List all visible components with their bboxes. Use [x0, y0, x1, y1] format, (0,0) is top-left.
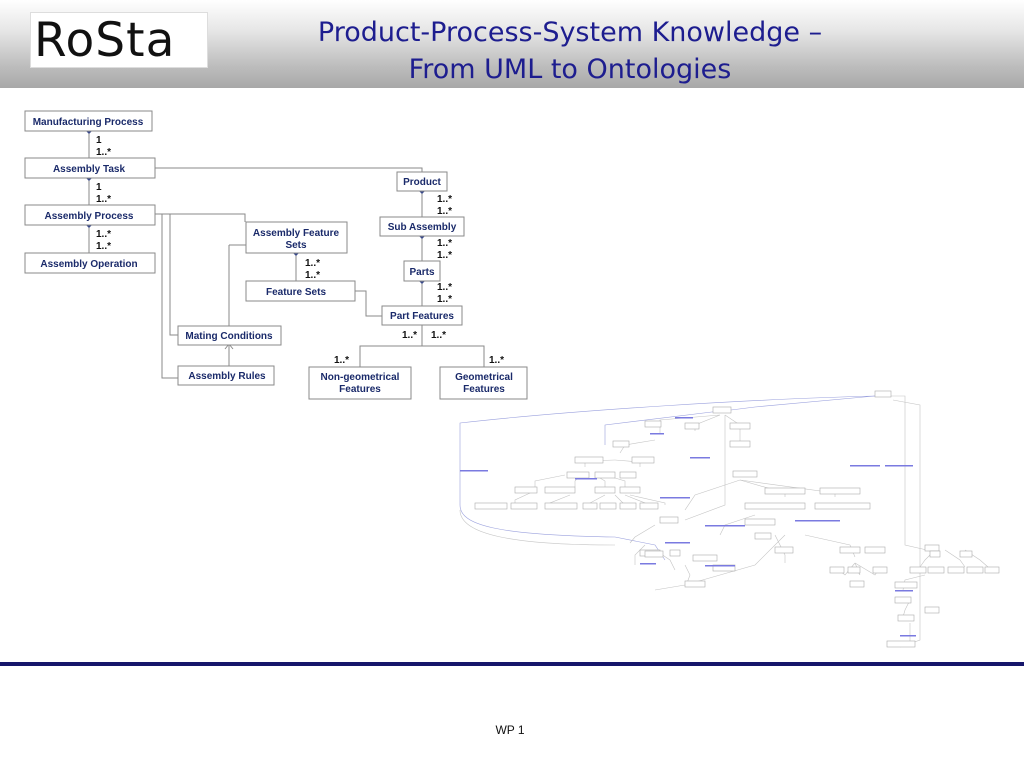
label-sub-assembly: Sub Assembly [388, 222, 457, 233]
ontology-graph [459, 390, 1000, 648]
label-part-features: Part Features [390, 311, 454, 322]
multiplicity-labels: 1 1..* 1 1..* 1..* 1..* 1..* 1..* 1..* 1… [96, 135, 504, 366]
uml-class-assembly-rules: Assembly Rules [177, 365, 275, 386]
uml-class-part-features: Part Features [381, 305, 463, 326]
mult-pf-many: 1..* [437, 294, 452, 305]
title-line-2: From UML to Ontologies [408, 54, 732, 85]
mult-ap-many-2: 1..* [96, 229, 111, 240]
mult-at-1: 1 [96, 182, 102, 193]
uml-class-assembly-feature-sets: Assembly Feature Sets [245, 221, 348, 254]
uml-class-mating-conditions: Mating Conditions [177, 325, 282, 346]
uml-diagram: Manufacturing Process Assembly Task Asse… [24, 110, 528, 400]
mult-afs-many: 1..* [305, 258, 320, 269]
mult-parts-many: 1..* [437, 250, 452, 261]
uml-class-feature-sets: Feature Sets [245, 280, 356, 302]
mult-ao-many: 1..* [96, 241, 111, 252]
label-assembly-process: Assembly Process [45, 211, 134, 222]
label-product: Product [403, 177, 441, 188]
uml-connectors [88, 131, 485, 379]
mult-at-many: 1..* [96, 147, 111, 158]
header-band: RoSta Product-Process-System Knowledge –… [0, 0, 1024, 88]
label-assembly-task: Assembly Task [53, 164, 126, 175]
label-mating-conditions: Mating Conditions [185, 331, 273, 342]
mult-pf-left: 1..* [402, 330, 417, 341]
label-assembly-feature-sets-1: Assembly Feature [253, 228, 340, 239]
page-footer: WP 1 [495, 723, 525, 737]
mult-sa-many: 1..* [437, 206, 452, 217]
mult-pf-right: 1..* [431, 330, 446, 341]
label-parts: Parts [409, 267, 434, 278]
uml-class-assembly-task: Assembly Task [24, 157, 156, 179]
uml-class-non-geometrical-features: Non-geometrical Features [308, 366, 412, 400]
label-assembly-operation: Assembly Operation [40, 259, 137, 270]
slide-title: Product-Process-System Knowledge – From … [250, 14, 890, 88]
mult-parts-many-2: 1..* [437, 282, 452, 293]
uml-class-parts: Parts [403, 260, 441, 282]
mult-fs-many: 1..* [305, 270, 320, 281]
title-line-1: Product-Process-System Knowledge – [317, 17, 823, 48]
mult-mp-1: 1 [96, 135, 102, 146]
uml-class-assembly-process: Assembly Process [24, 204, 156, 226]
ontology-edges [459, 395, 989, 648]
uml-class-manufacturing-process: Manufacturing Process [24, 110, 153, 132]
label-assembly-feature-sets-2: Sets [285, 240, 307, 251]
label-assembly-rules: Assembly Rules [188, 371, 266, 382]
label-non-geometrical-2: Features [339, 384, 381, 395]
uml-class-sub-assembly: Sub Assembly [379, 216, 465, 237]
uml-class-product: Product [396, 171, 448, 192]
mult-prod-many: 1..* [437, 194, 452, 205]
label-geometrical-2: Features [463, 384, 505, 395]
label-manufacturing-process: Manufacturing Process [33, 117, 144, 128]
mult-sa-many-2: 1..* [437, 238, 452, 249]
uml-class-assembly-operation: Assembly Operation [24, 252, 156, 274]
label-feature-sets: Feature Sets [266, 287, 326, 298]
label-geometrical-1: Geometrical [455, 372, 513, 383]
mult-ap-many: 1..* [96, 194, 111, 205]
logo-text: RoSta [34, 13, 176, 68]
uml-class-geometrical-features: Geometrical Features [439, 366, 528, 400]
label-non-geometrical-1: Non-geometrical [321, 372, 400, 383]
rosta-logo: RoSta [30, 12, 208, 68]
mult-gf: 1..* [489, 355, 504, 366]
mult-ngf: 1..* [334, 355, 349, 366]
footer-rule [0, 662, 1024, 666]
ontology-nodes [474, 390, 1000, 648]
ontology-edge-labels [460, 417, 916, 637]
